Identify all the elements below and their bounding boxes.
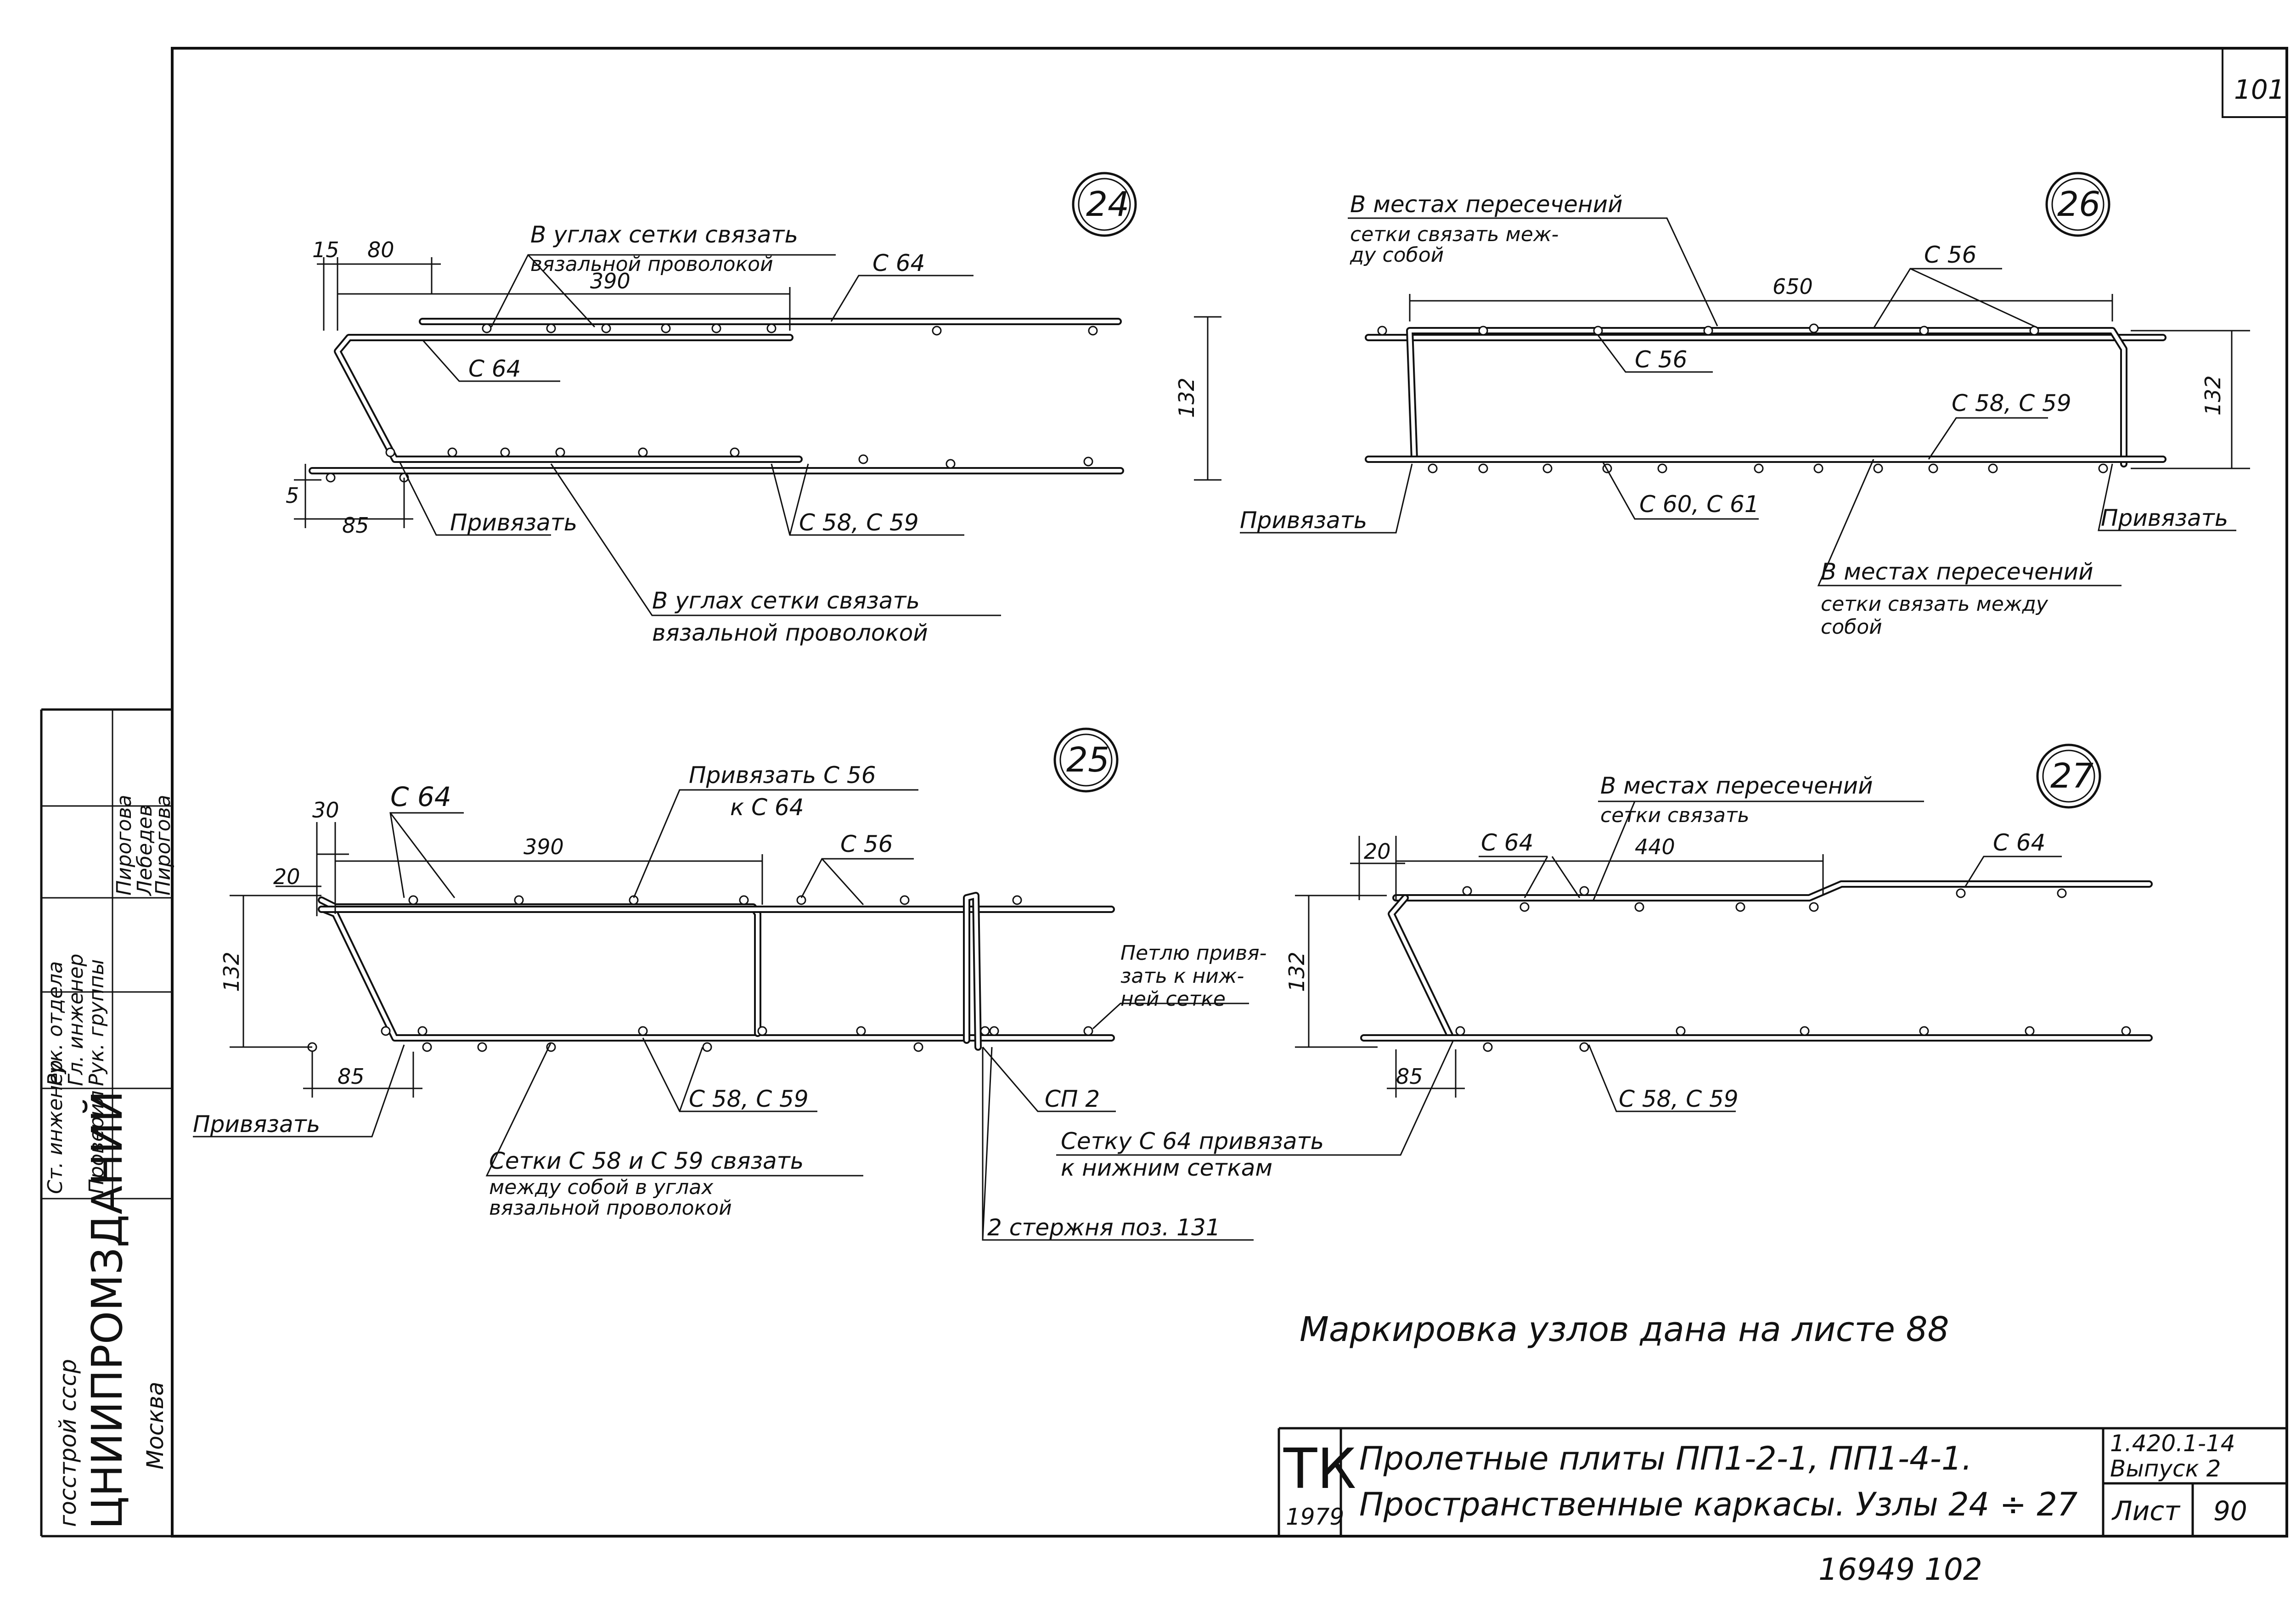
n27-note-top-1: В местах пересечений (1600, 772, 1873, 799)
title-sheet-label: Лист (2111, 1495, 2181, 1527)
title-line2: Пространственные каркасы. Узлы 24 ÷ 27 (1359, 1486, 2077, 1523)
n27-dim-20: 20 (1364, 839, 1391, 864)
n26-note-bottom-3: собой (1821, 615, 1882, 639)
stamp-name-3: Пирогова (152, 795, 175, 896)
n25-dim-20: 20 (273, 864, 300, 889)
n26-note-top-2: сетки связать меж- (1350, 223, 1559, 246)
n24-dim-85: 85 (342, 513, 369, 538)
n25-note-tie-1: Привязать С 56 (689, 762, 876, 789)
n26-tie-left: Привязать (1240, 507, 1367, 534)
n25-dim-30: 30 (312, 798, 339, 823)
stamp-role-2: Гл. инженер (64, 954, 88, 1086)
node-25-number: 25 (1066, 740, 1109, 780)
n26-label-c56-b: С 56 (1635, 346, 1687, 373)
n25-loop-note-3: ней сетке (1120, 987, 1226, 1011)
n25-note-bottom-3: вязальной проволокой (489, 1196, 732, 1220)
sheet-corner-number: 101 (2234, 74, 2285, 105)
n24-dim-5: 5 (286, 483, 299, 508)
n26-label-c58: С 58, С 59 (1952, 390, 2071, 417)
title-line1: Пролетные плиты ПП1-2-1, ПП1-4-1. (1359, 1440, 1972, 1477)
stamp-org-line2: ЦНИИПРОМЗДАНИЙ (82, 1091, 132, 1529)
n24-dim-132: 132 (1174, 377, 1199, 418)
n24-label-c64-a: С 64 (872, 250, 925, 276)
node-27: 27 20 440 132 85 В местах пересечений се… (1056, 744, 2153, 1181)
n25-label-sp2: СП 2 (1045, 1086, 1100, 1112)
n25-note-bottom-1: Сетки С 58 и С 59 связать (489, 1148, 804, 1174)
n25-loop-note-1: Петлю привя- (1120, 941, 1267, 965)
n25-note-bottom-2: между собой в углах (489, 1176, 714, 1199)
stamp-name-2: Лебедев (133, 805, 157, 896)
n25-dim-85: 85 (338, 1064, 365, 1089)
n24-note-bottom-1: В углах сетки связать (652, 587, 920, 614)
stamp-role-3: Рук. группы (85, 959, 108, 1086)
n25-dim-132: 132 (219, 952, 244, 992)
stamp-org-line1: госстрой ссср (55, 1359, 81, 1527)
n27-dim-85: 85 (1396, 1064, 1423, 1089)
n24-label-c64-b: С 64 (468, 355, 521, 382)
n26-dim-650: 650 (1773, 274, 1813, 299)
n25-label-c58: С 58, С 59 (689, 1086, 809, 1112)
n24-dim-15: 15 (312, 237, 339, 262)
n26-label-c60: С 60, С 61 (1639, 491, 1759, 518)
n24-note-top-2: вязальной проволокой (530, 253, 773, 276)
n26-dim-132: 132 (2200, 375, 2225, 416)
stamp-role-1: Рук. отдела (44, 961, 67, 1086)
stamp-role-4: Ст. инженер (44, 1060, 67, 1194)
stamp-org-line3: Москва (142, 1381, 169, 1470)
n25-rods-note: 2 стержня поз. 131 (987, 1214, 1221, 1241)
node-26: 26 650 132 В местах пересечений сетки св… (1240, 172, 2250, 639)
n25-note-tie-2: к С 64 (730, 794, 804, 821)
node-24-number: 24 (1086, 185, 1129, 224)
title-block: ТК 1979 Пролетные плиты ПП1-2-1, ПП1-4-1… (1277, 1427, 2287, 1536)
n26-note-bottom-1: В местах пересечений (1821, 558, 2093, 585)
title-sheet-no: 90 (2213, 1495, 2247, 1527)
marking-note: Маркировка узлов дана на листе 88 (1300, 1310, 1949, 1349)
n24-note-bottom-2: вязальной проволокой (652, 620, 928, 646)
n27-note-bottom-1: Сетку С 64 привязать (1061, 1128, 1324, 1155)
n26-tie-right: Привязать (2101, 505, 2228, 531)
node-26-number: 26 (2057, 185, 2100, 224)
n26-note-top-1: В местах пересечений (1350, 191, 1623, 218)
n25-label-c56: С 56 (840, 831, 893, 857)
n26-note-bottom-2: сетки связать между (1821, 592, 2048, 616)
title-series: 1.420.1-14 (2110, 1430, 2235, 1457)
n27-note-top-2: сетки связать (1600, 804, 1750, 827)
footer-numbers: 16949 102 (1818, 1552, 1982, 1587)
corner-number-box (2222, 48, 2287, 118)
side-stamp: Рук. отдела Гл. инженер Рук. группы Ст. … (40, 708, 175, 1538)
n26-note-top-3: ду собой (1350, 243, 1444, 267)
n24-dim-390: 390 (590, 269, 630, 293)
sheet-frame (171, 47, 2288, 1538)
node-25: 25 30 20 390 132 85 С 64 Привязать С 56 … (193, 727, 1267, 1241)
title-issue: Выпуск 2 (2110, 1455, 2221, 1482)
title-year: 1979 (1286, 1504, 1344, 1530)
node-27-number: 27 (2050, 756, 2093, 796)
n27-dim-132: 132 (1284, 952, 1309, 992)
node-24: 24 15 80 390 132 5 85 В углах сетки связ… (286, 172, 1221, 646)
n25-tie: Привязать (193, 1111, 320, 1138)
n25-loop-note-2: зать к ниж- (1120, 964, 1244, 988)
n27-label-c64-b: С 64 (1993, 829, 2045, 856)
n24-label-c58: С 58, С 59 (799, 509, 919, 536)
stamp-role-5: Проверил (85, 1090, 108, 1194)
n26-label-c56-a: С 56 (1924, 242, 1976, 268)
n27-label-c64-a: С 64 (1481, 829, 1533, 856)
n24-note-top-1: В углах сетки связать (530, 221, 798, 248)
n24-tie: Привязать (450, 509, 577, 536)
n25-dim-390: 390 (523, 834, 564, 859)
n27-label-c58: С 58, С 59 (1619, 1086, 1739, 1112)
stamp-name-1: Пирогова (113, 795, 136, 896)
n24-dim-80: 80 (367, 237, 394, 262)
n25-label-c64: С 64 (390, 781, 451, 812)
n27-dim-440: 440 (1635, 834, 1675, 859)
title-mark: ТК (1283, 1437, 1356, 1501)
n27-note-bottom-2: к нижним сеткам (1061, 1155, 1272, 1181)
